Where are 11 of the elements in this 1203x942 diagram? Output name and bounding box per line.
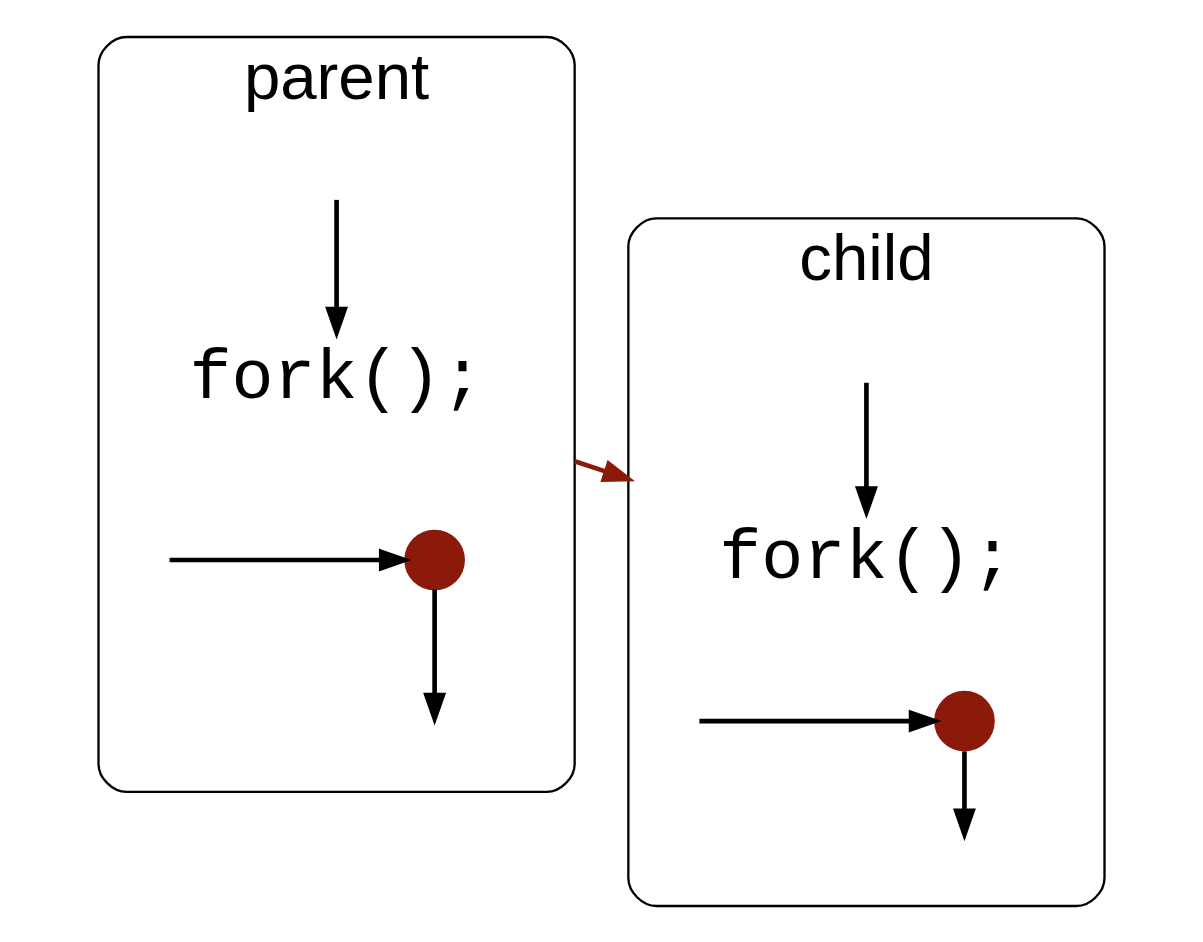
arrow [573, 458, 636, 482]
arrow [699, 709, 942, 733]
arrow [854, 382, 878, 519]
arrow [953, 750, 976, 841]
arrow [169, 548, 412, 571]
node-text: fork(); [189, 339, 484, 419]
arrow [325, 199, 349, 339]
arrow [423, 589, 447, 726]
node-circle [934, 690, 995, 751]
node-text: fork(); [719, 519, 1014, 599]
node-circle [404, 529, 465, 590]
